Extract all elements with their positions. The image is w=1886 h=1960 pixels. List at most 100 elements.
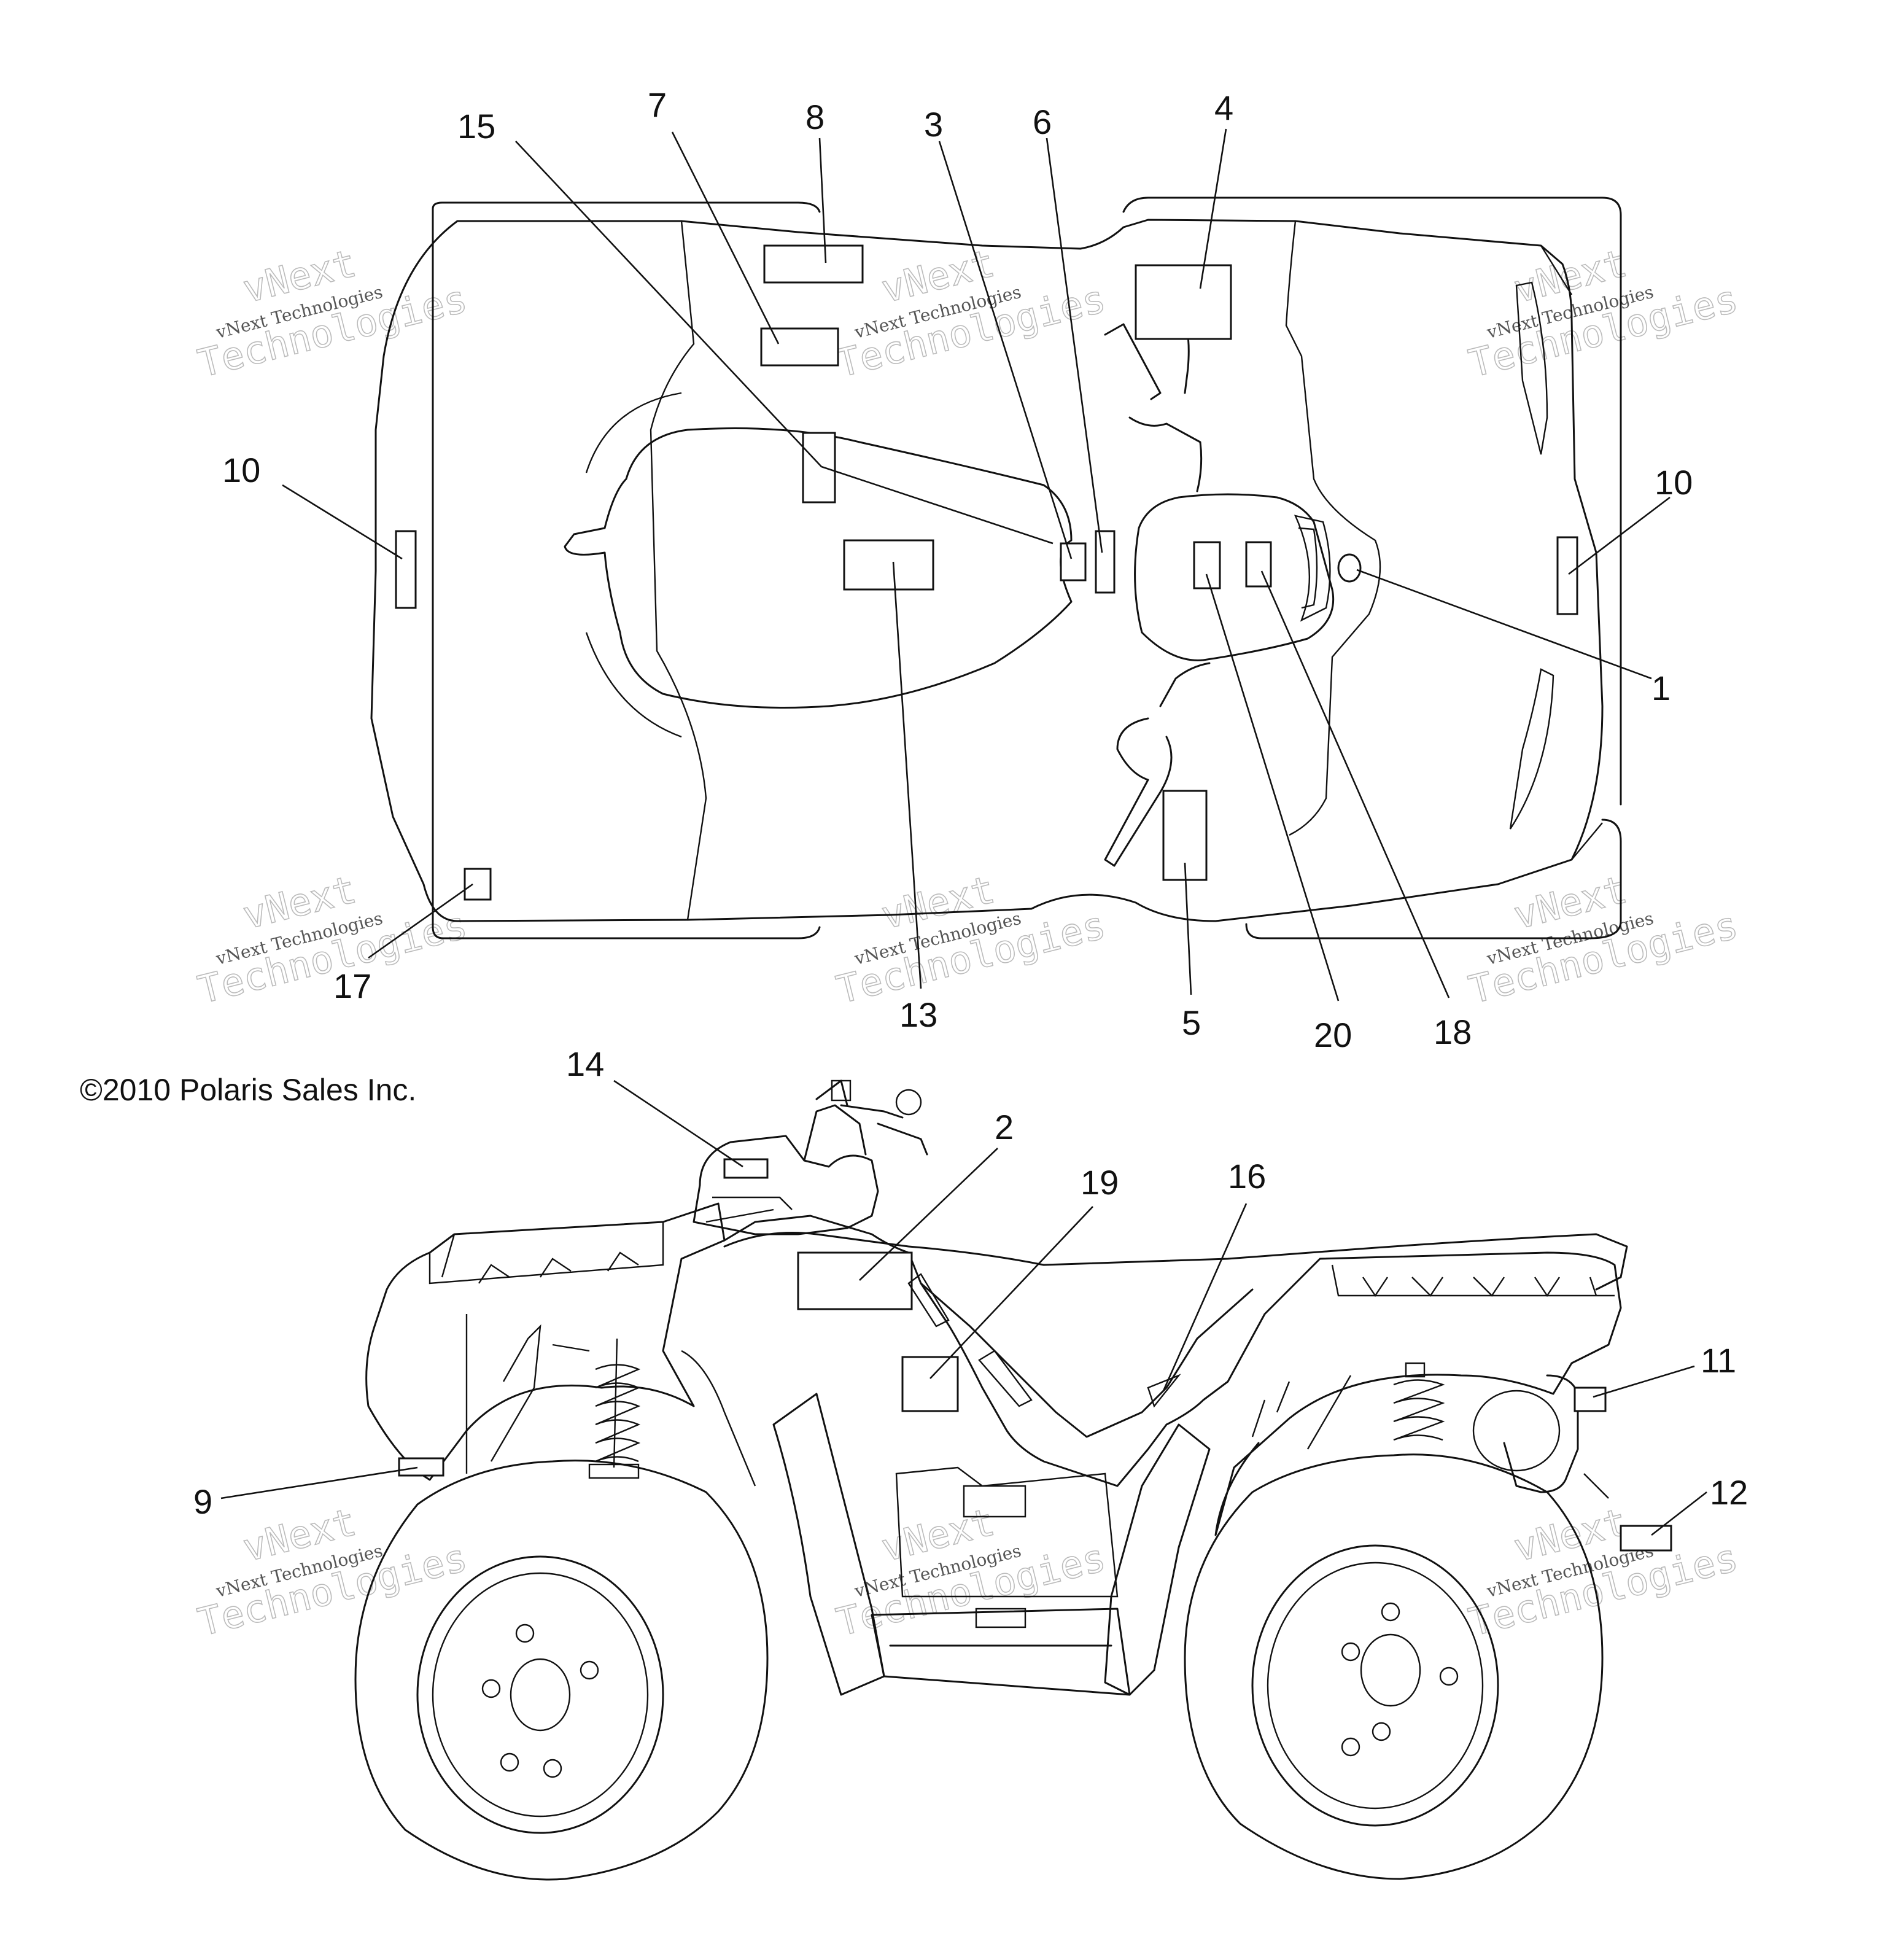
- watermark: vNext vNext Technologies Technologies: [1464, 866, 1743, 1013]
- leader-1: [1356, 569, 1652, 680]
- side-vent-decal: [907, 1273, 1033, 1407]
- front-rack: [1331, 1264, 1615, 1297]
- leader-15b: [821, 465, 1054, 545]
- watermark: vNext vNext Technologies Technologies: [832, 240, 1111, 387]
- body-outline: [370, 219, 1604, 922]
- leader-19: [929, 1206, 1093, 1379]
- callout-8: 8: [805, 98, 825, 136]
- front-lug: [1341, 1737, 1360, 1757]
- front-lug: [1439, 1666, 1459, 1686]
- leader-3: [938, 141, 1073, 559]
- decal-5: [1162, 790, 1208, 881]
- watermark: vNext vNext Technologies Technologies: [193, 866, 472, 1013]
- rear-hub: [510, 1658, 571, 1732]
- callout-10-right: 10: [1655, 463, 1693, 502]
- decal-17: [464, 868, 492, 901]
- front-lug: [1341, 1642, 1360, 1662]
- engine-side-cover: [975, 1608, 1026, 1628]
- rear-wheel: [354, 1460, 769, 1881]
- rear-rim-outer: [416, 1555, 664, 1834]
- leader-10-right: [1568, 496, 1671, 575]
- seat: [723, 1232, 1628, 1291]
- watermark: vNext vNext Technologies Technologies: [832, 866, 1111, 1013]
- front-lug: [1372, 1722, 1391, 1741]
- callout-20: 20: [1314, 1016, 1352, 1054]
- front-rim-outer: [1251, 1544, 1499, 1827]
- leader-9: [220, 1466, 418, 1499]
- callout-6: 6: [1033, 103, 1052, 141]
- front-panel-lines: [1251, 1375, 1609, 1499]
- callout-2: 2: [995, 1108, 1014, 1146]
- rear-lug: [500, 1752, 519, 1772]
- front-bumper-line: [1540, 245, 1603, 860]
- front-rack-frame: [1122, 196, 1622, 939]
- watermark: vNext vNext Technologies Technologies: [193, 240, 472, 387]
- front-headlight: [1472, 1390, 1561, 1472]
- decal-20: [1193, 541, 1221, 589]
- leader-16: [1162, 1203, 1248, 1391]
- top-leader-lines: [282, 128, 1671, 1001]
- callout-17: 17: [333, 966, 371, 1005]
- watermarks: vNext vNext Technologies Technologies vN…: [193, 240, 1743, 1646]
- leader-18: [1260, 570, 1450, 998]
- engine-block: [895, 1466, 1119, 1598]
- footrest-floor: [871, 1608, 1131, 1696]
- rear-shock-cap: [588, 1463, 640, 1479]
- rear-tire: [354, 1460, 769, 1881]
- front-lug: [1381, 1602, 1400, 1622]
- front-shock-spring: [1393, 1379, 1445, 1441]
- pod-lens-inner: [1298, 527, 1318, 609]
- leader-10-left: [282, 484, 403, 560]
- leader-6: [1046, 138, 1103, 553]
- rear-rim-inner: [432, 1572, 649, 1818]
- decal-14: [723, 1158, 769, 1179]
- front-bumper: [1503, 1374, 1579, 1493]
- leader-20: [1205, 574, 1340, 1001]
- pod-lens: [1294, 515, 1331, 622]
- rear-shock-rod: [613, 1338, 618, 1468]
- callout-16: 16: [1228, 1157, 1266, 1196]
- watermark: vNext vNext Technologies Technologies: [193, 1499, 472, 1646]
- side-leader-lines: [220, 1079, 1707, 1536]
- leader-15: [515, 141, 822, 467]
- hood-pod: [1134, 493, 1335, 661]
- decal-16-stripe: [1147, 1374, 1181, 1408]
- decal-1-front-oval: [1337, 553, 1362, 583]
- callout-1: 1: [1651, 669, 1671, 707]
- front-shock-cap: [1405, 1362, 1426, 1378]
- leader-2: [859, 1148, 998, 1281]
- front-hub: [1360, 1633, 1421, 1707]
- footwell: [772, 1393, 885, 1696]
- side-callouts: 14 2 19 16 11 12 9: [193, 1044, 1748, 1521]
- handlebar-left: [1104, 323, 1203, 492]
- rear-panel-lines: [465, 1314, 756, 1487]
- leader-5: [1184, 862, 1192, 995]
- leader-4: [1199, 128, 1227, 289]
- callout-12: 12: [1710, 1473, 1748, 1512]
- front-tire: [1184, 1453, 1604, 1880]
- rear-shock-spring: [595, 1364, 641, 1463]
- front-footwell: [1104, 1423, 1211, 1696]
- callout-7: 7: [648, 85, 667, 124]
- decal-12: [1620, 1525, 1672, 1552]
- rear-rack-frame: [432, 201, 821, 939]
- watermark: vNext vNext Technologies Technologies: [1464, 1499, 1743, 1646]
- leader-12: [1651, 1491, 1707, 1536]
- decal-4: [1135, 264, 1232, 340]
- callout-9: 9: [193, 1482, 212, 1521]
- decal-10-front: [1556, 536, 1578, 615]
- handlebar-grip-end: [895, 1089, 922, 1116]
- front-vent-right: [1509, 668, 1554, 830]
- copyright-notice: ©2010 Polaris Sales Inc.: [80, 1073, 416, 1107]
- callout-11: 11: [1701, 1341, 1736, 1380]
- pod-detail: [705, 1196, 793, 1223]
- top-callouts: 15 7 8 3 6 4 10 10 1 17 13 5 20 18: [222, 85, 1693, 1054]
- callout-10-left: 10: [222, 451, 260, 489]
- front-wheel: [1184, 1453, 1604, 1880]
- decal-19: [901, 1356, 959, 1412]
- decal-8: [763, 244, 864, 284]
- seat-outline: [564, 427, 1073, 709]
- rear-lug: [580, 1660, 599, 1680]
- rear-fender-line: [650, 220, 707, 920]
